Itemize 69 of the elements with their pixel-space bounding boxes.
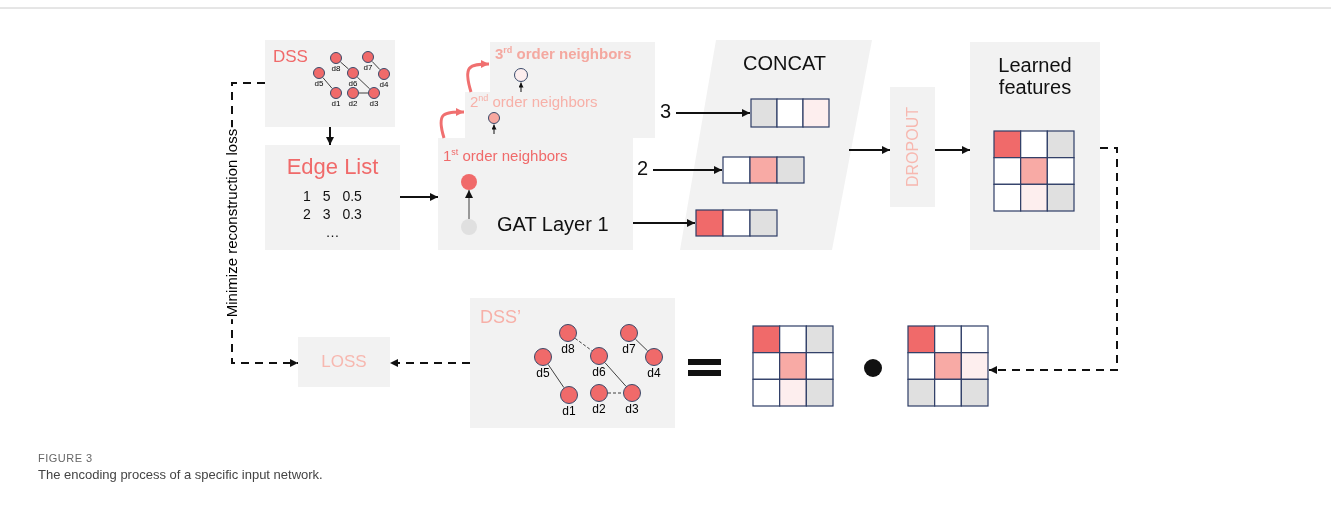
graph-edge-line — [371, 61, 381, 70]
edge-list-panel — [265, 145, 400, 250]
graph-edge-line — [547, 364, 565, 388]
arrow — [632, 219, 696, 227]
node-label: d8 — [331, 65, 341, 74]
node-label: d7 — [622, 343, 636, 357]
edge-list-row: 1 5 0.5 — [303, 189, 362, 205]
curved-arrow — [466, 60, 489, 93]
feature-matrix — [907, 325, 989, 407]
panel-title: Learned features — [997, 54, 1073, 98]
layer-number: 3 — [660, 100, 672, 122]
arrow — [934, 146, 971, 154]
neighbors-heading: 3$^{rd}$ order neighbors — [495, 46, 632, 63]
node-label: d2 — [348, 100, 358, 109]
graph-edge-line — [604, 362, 627, 387]
figure-number: FIGURE 3 — [38, 452, 93, 465]
graph-edge-line — [356, 76, 371, 90]
arrow — [652, 166, 723, 174]
node-label: d5 — [536, 367, 550, 381]
neighbors-heading: 2$^{nd}$ order neighbors — [470, 94, 598, 111]
graph-edge-line — [340, 61, 349, 70]
graph-panel — [265, 40, 395, 127]
graph-edge-line — [635, 338, 648, 352]
features-panel — [970, 42, 1100, 250]
feature-matrix — [752, 325, 834, 407]
loss-label: LOSS — [321, 352, 367, 372]
arrow — [399, 193, 439, 201]
graph-edge-line — [607, 392, 624, 394]
node-label: d1 — [331, 100, 341, 109]
dashed-arrow — [389, 359, 471, 367]
graph-edge-line — [322, 77, 333, 89]
graph-edge-line — [574, 338, 593, 351]
dropout-box — [890, 87, 935, 207]
node-label: d7 — [363, 64, 373, 73]
feature-vector — [750, 98, 830, 128]
node-label: d8 — [561, 343, 575, 357]
feature-vector — [695, 209, 778, 237]
graph-panel — [470, 298, 675, 428]
arrow — [848, 146, 891, 154]
curved-arrow — [439, 108, 464, 139]
panel-title: DSS — [273, 48, 308, 67]
node-label: d2 — [592, 403, 606, 417]
arrow — [326, 126, 334, 146]
node-label: d3 — [625, 403, 639, 417]
layer-panel — [438, 138, 633, 250]
node-label: d4 — [647, 367, 661, 381]
feature-matrix — [993, 130, 1075, 212]
node-label: d5 — [314, 80, 324, 89]
feature-vector — [722, 156, 805, 184]
caption: The encoding process of a specific input network. — [38, 468, 323, 483]
layer-label: GAT Layer 1 — [497, 213, 609, 235]
node-label: d4 — [379, 81, 389, 90]
loss-box — [298, 337, 390, 387]
arrow — [675, 109, 751, 117]
panel-title: CONCAT — [743, 52, 826, 74]
dropout-label: DROPOUT — [903, 107, 922, 187]
layer-number: 2 — [637, 157, 649, 179]
dashed-arrow — [988, 147, 1118, 374]
graph-edge-line — [358, 92, 369, 94]
layer-panel — [490, 42, 655, 92]
node-label: d3 — [369, 100, 379, 109]
node-label: d6 — [592, 366, 606, 380]
node-label: d1 — [562, 405, 576, 419]
node-label: d6 — [348, 80, 358, 89]
edge-list-row: 2 3 0.3 — [303, 207, 362, 223]
panel-title: DSS’ — [480, 308, 521, 328]
neighbors-heading: 1$^{st}$ order neighbors — [443, 148, 568, 165]
panel-title: Edge List — [286, 155, 379, 180]
edge-list-row: … — [325, 225, 340, 241]
